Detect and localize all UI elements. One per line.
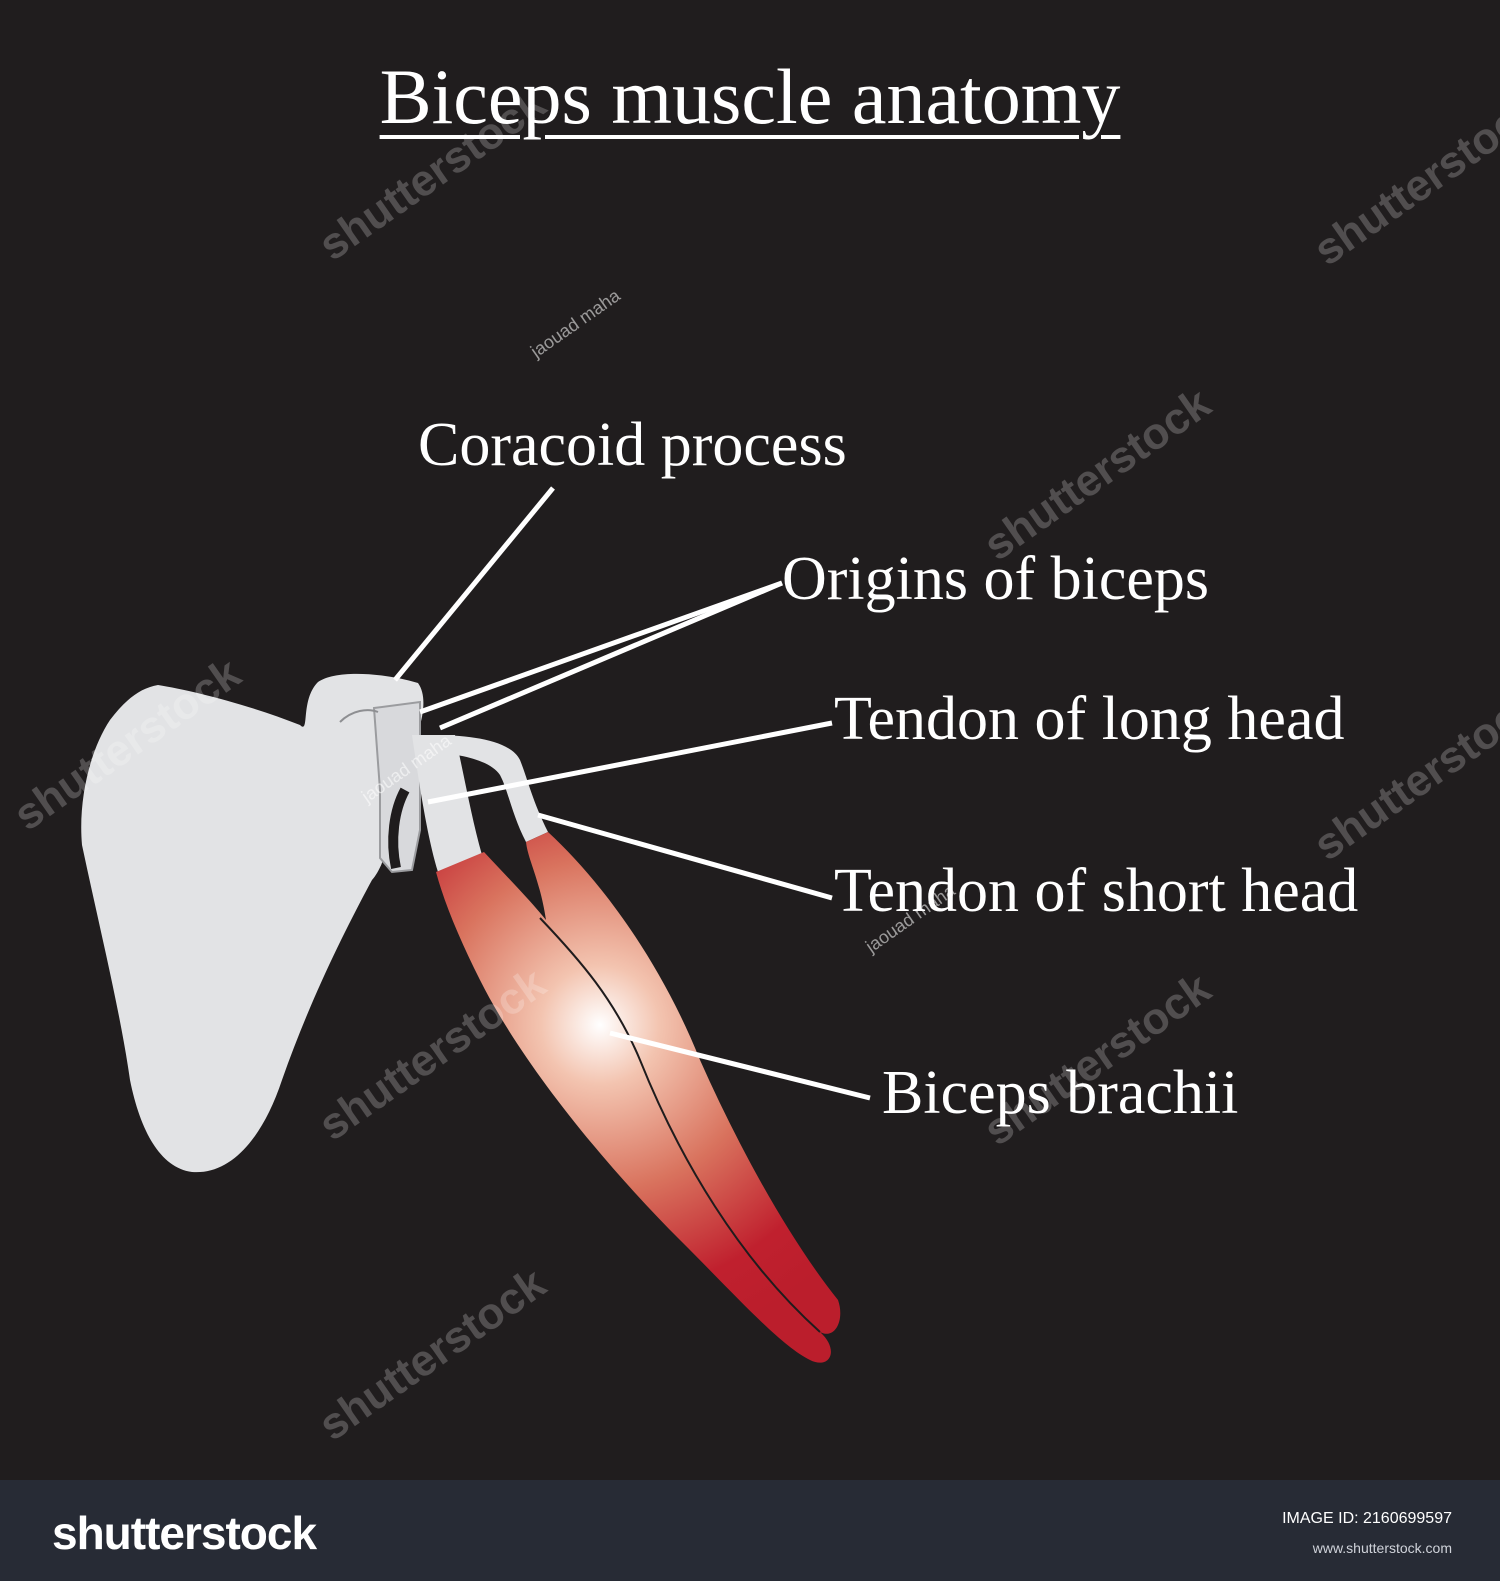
scapula-bone [81, 673, 424, 1173]
shutterstock-logo[interactable]: shutterstock [52, 1507, 317, 1559]
leader-origins-a [419, 580, 783, 715]
label-tendon-long-head: Tendon of long head [834, 685, 1345, 753]
leader-long-head [427, 720, 833, 805]
image-id: IMAGE ID: 2160699597 [1282, 1510, 1452, 1527]
biceps-muscle [436, 832, 841, 1363]
footer-bar: shutterstock IMAGE ID: 2160699597 www.sh… [0, 1480, 1500, 1581]
coracoid-outline [339, 709, 379, 723]
leader-origins-b [439, 580, 783, 731]
label-tendon-short-head: Tendon of short head [834, 857, 1359, 925]
label-biceps-brachii: Biceps brachii [882, 1059, 1239, 1127]
label-coracoid-process: Coracoid process [418, 411, 847, 479]
glenoid-shadow [388, 787, 410, 870]
muscle-division-line [539, 917, 821, 1333]
label-origins-of-biceps: Origins of biceps [782, 545, 1210, 613]
diagram-title: Biceps muscle anatomy [379, 53, 1121, 140]
long-head-tendon [412, 735, 482, 872]
leader-brachii [609, 1030, 871, 1101]
leader-coracoid [393, 486, 555, 682]
anatomy-illustration [81, 486, 871, 1363]
leader-short-head [537, 812, 833, 901]
footer-url-link[interactable]: www.shutterstock.com [1312, 1540, 1452, 1556]
short-head-tendon [432, 735, 548, 842]
glenoid-detail [372, 700, 421, 874]
